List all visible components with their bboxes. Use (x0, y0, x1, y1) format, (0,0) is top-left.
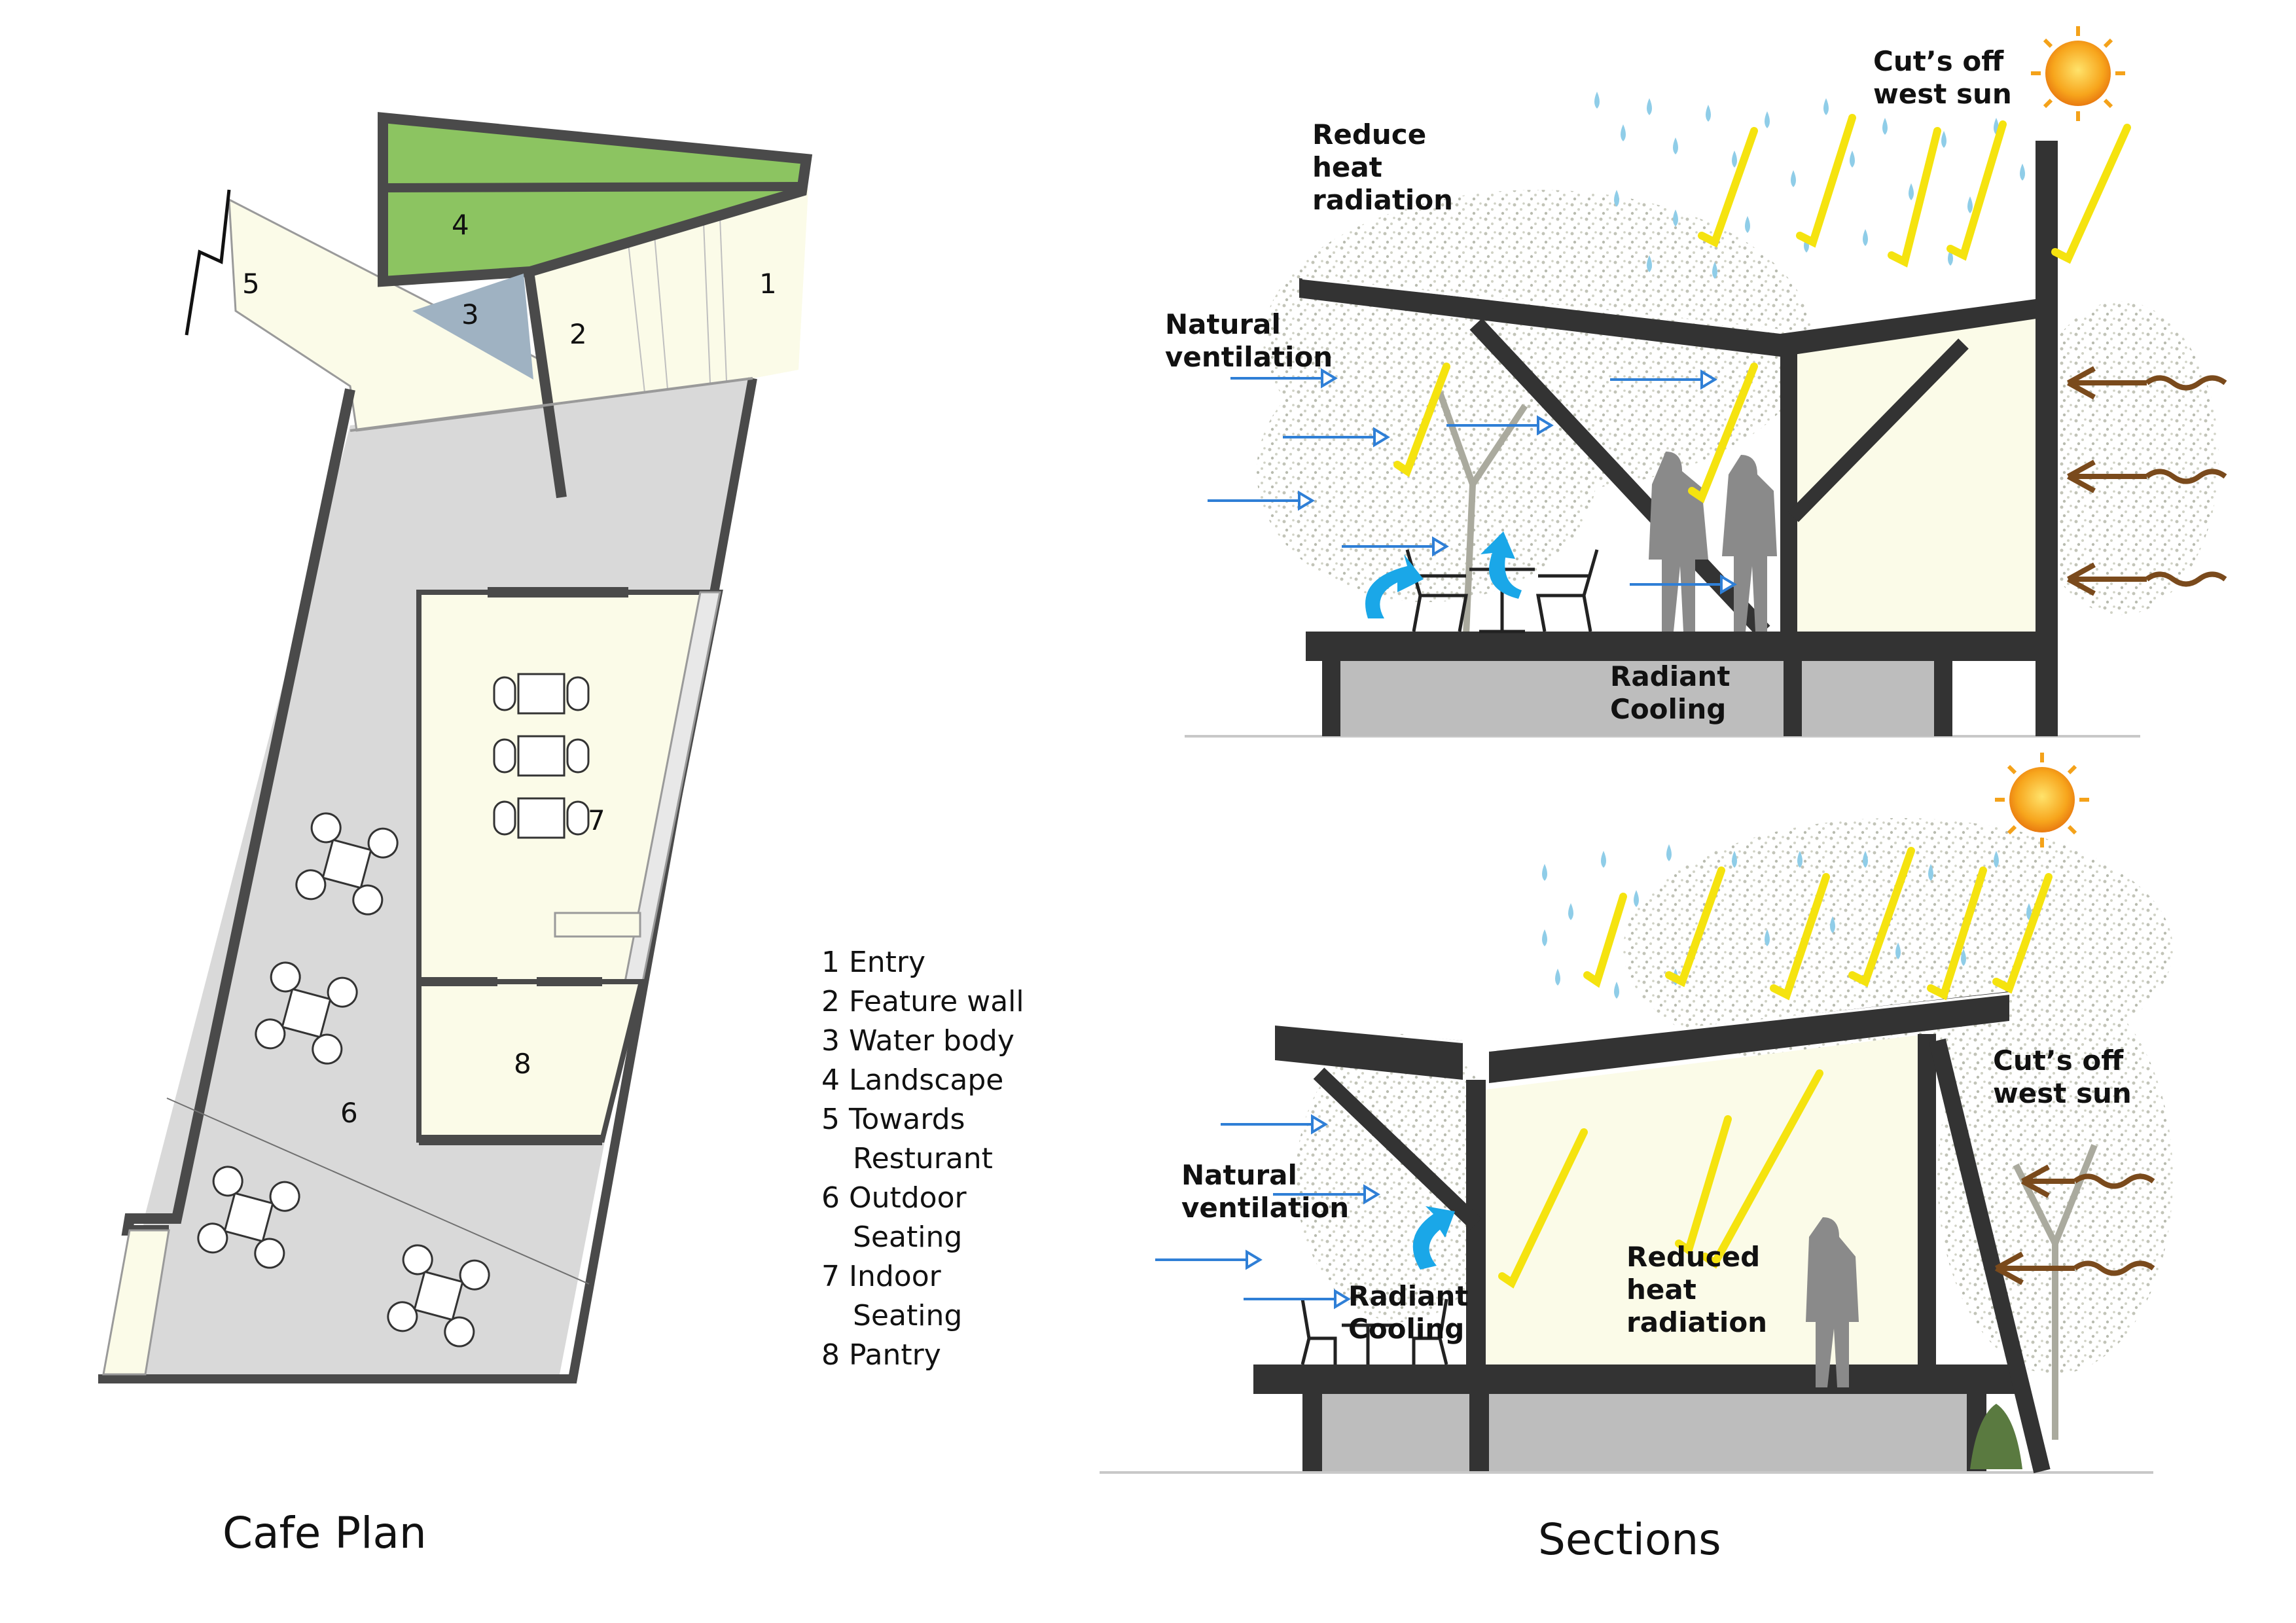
legend-item: Resturant (853, 1142, 993, 1175)
caption-plan: Cafe Plan (223, 1508, 427, 1558)
indoor-table-group (493, 673, 590, 839)
legend-item: 2 Feature wall (821, 985, 1024, 1018)
vent-arrow-group (1208, 368, 1737, 595)
legend-item: 4 Landscape (821, 1063, 1003, 1097)
break-line (185, 189, 231, 336)
label-reduce-heat: radiation (1312, 184, 1453, 216)
plan-legend: 1 Entry 2 Feature wall 3 Water body 4 La… (821, 946, 1024, 1372)
label-natural-ventilation: ventilation (1165, 341, 1333, 373)
sun-rays (1393, 114, 2131, 504)
section-bottom: Cut’s off west sun Natural ventilation R… (1100, 753, 2173, 1474)
label-radiant-cooling: Cooling (1610, 693, 1726, 725)
label-cuts-off-sun: Cut’s off (1873, 45, 2004, 77)
label-reduced-heat: radiation (1626, 1306, 1767, 1338)
label-natural-ventilation: ventilation (1181, 1192, 1349, 1224)
legend-item: 3 Water body (821, 1024, 1014, 1058)
plan-number-1: 1 (759, 268, 777, 300)
sun-icon (1995, 753, 2089, 847)
label-natural-ventilation: Natural (1165, 308, 1281, 340)
plan-number-6: 6 (340, 1097, 358, 1129)
legend-item: Seating (853, 1299, 962, 1332)
sun-icon (2031, 26, 2125, 121)
feature-wall-2 (524, 270, 567, 499)
vent-arrow-group (1155, 1114, 1380, 1310)
label-reduce-heat: Reduce (1312, 118, 1426, 151)
label-cuts-off-sun: Cut’s off (1993, 1044, 2124, 1077)
legend-item: 5 Towards (821, 1103, 965, 1136)
cafe-plan: 1 2 3 4 5 6 7 8 (98, 112, 813, 1383)
plan-number-5: 5 (242, 268, 260, 300)
label-reduce-heat: heat (1312, 151, 1382, 183)
plan-number-8: 8 (514, 1048, 531, 1080)
plan-number-3: 3 (461, 298, 479, 330)
label-natural-ventilation: Natural (1181, 1159, 1297, 1191)
outdoor-table-group (197, 812, 490, 1347)
caption-sections: Sections (1538, 1514, 1721, 1565)
plan-number-2: 2 (569, 318, 587, 350)
label-radiant-cooling: Cooling (1348, 1313, 1464, 1345)
sun-rays (1498, 847, 2053, 1289)
label-cuts-off-sun: west sun (1993, 1077, 2132, 1109)
entry-zone-1 (529, 188, 808, 406)
plan-number-4: 4 (452, 209, 469, 241)
legend-item: 7 Indoor (821, 1260, 942, 1293)
landscape-4 (378, 112, 813, 287)
legend-item: 8 Pantry (821, 1338, 941, 1372)
legend-item: 1 Entry (821, 946, 925, 979)
label-radiant-cooling: Radiant (1610, 660, 1730, 692)
label-radiant-cooling: Radiant (1348, 1280, 1468, 1312)
plan-number-7: 7 (588, 804, 605, 836)
label-cuts-off-sun: west sun (1873, 78, 2012, 110)
legend-item: 6 Outdoor (821, 1181, 967, 1215)
section-top: Cut’s off west sun Reduce heat radiation… (1165, 26, 2227, 738)
label-reduced-heat: Reduced (1626, 1241, 1760, 1273)
label-reduced-heat: heat (1626, 1274, 1696, 1306)
legend-item: Seating (853, 1221, 962, 1254)
heat-arrow-group (2067, 366, 2227, 596)
water-body-3 (412, 274, 533, 380)
heat-arrow-group (1995, 1164, 2155, 1285)
